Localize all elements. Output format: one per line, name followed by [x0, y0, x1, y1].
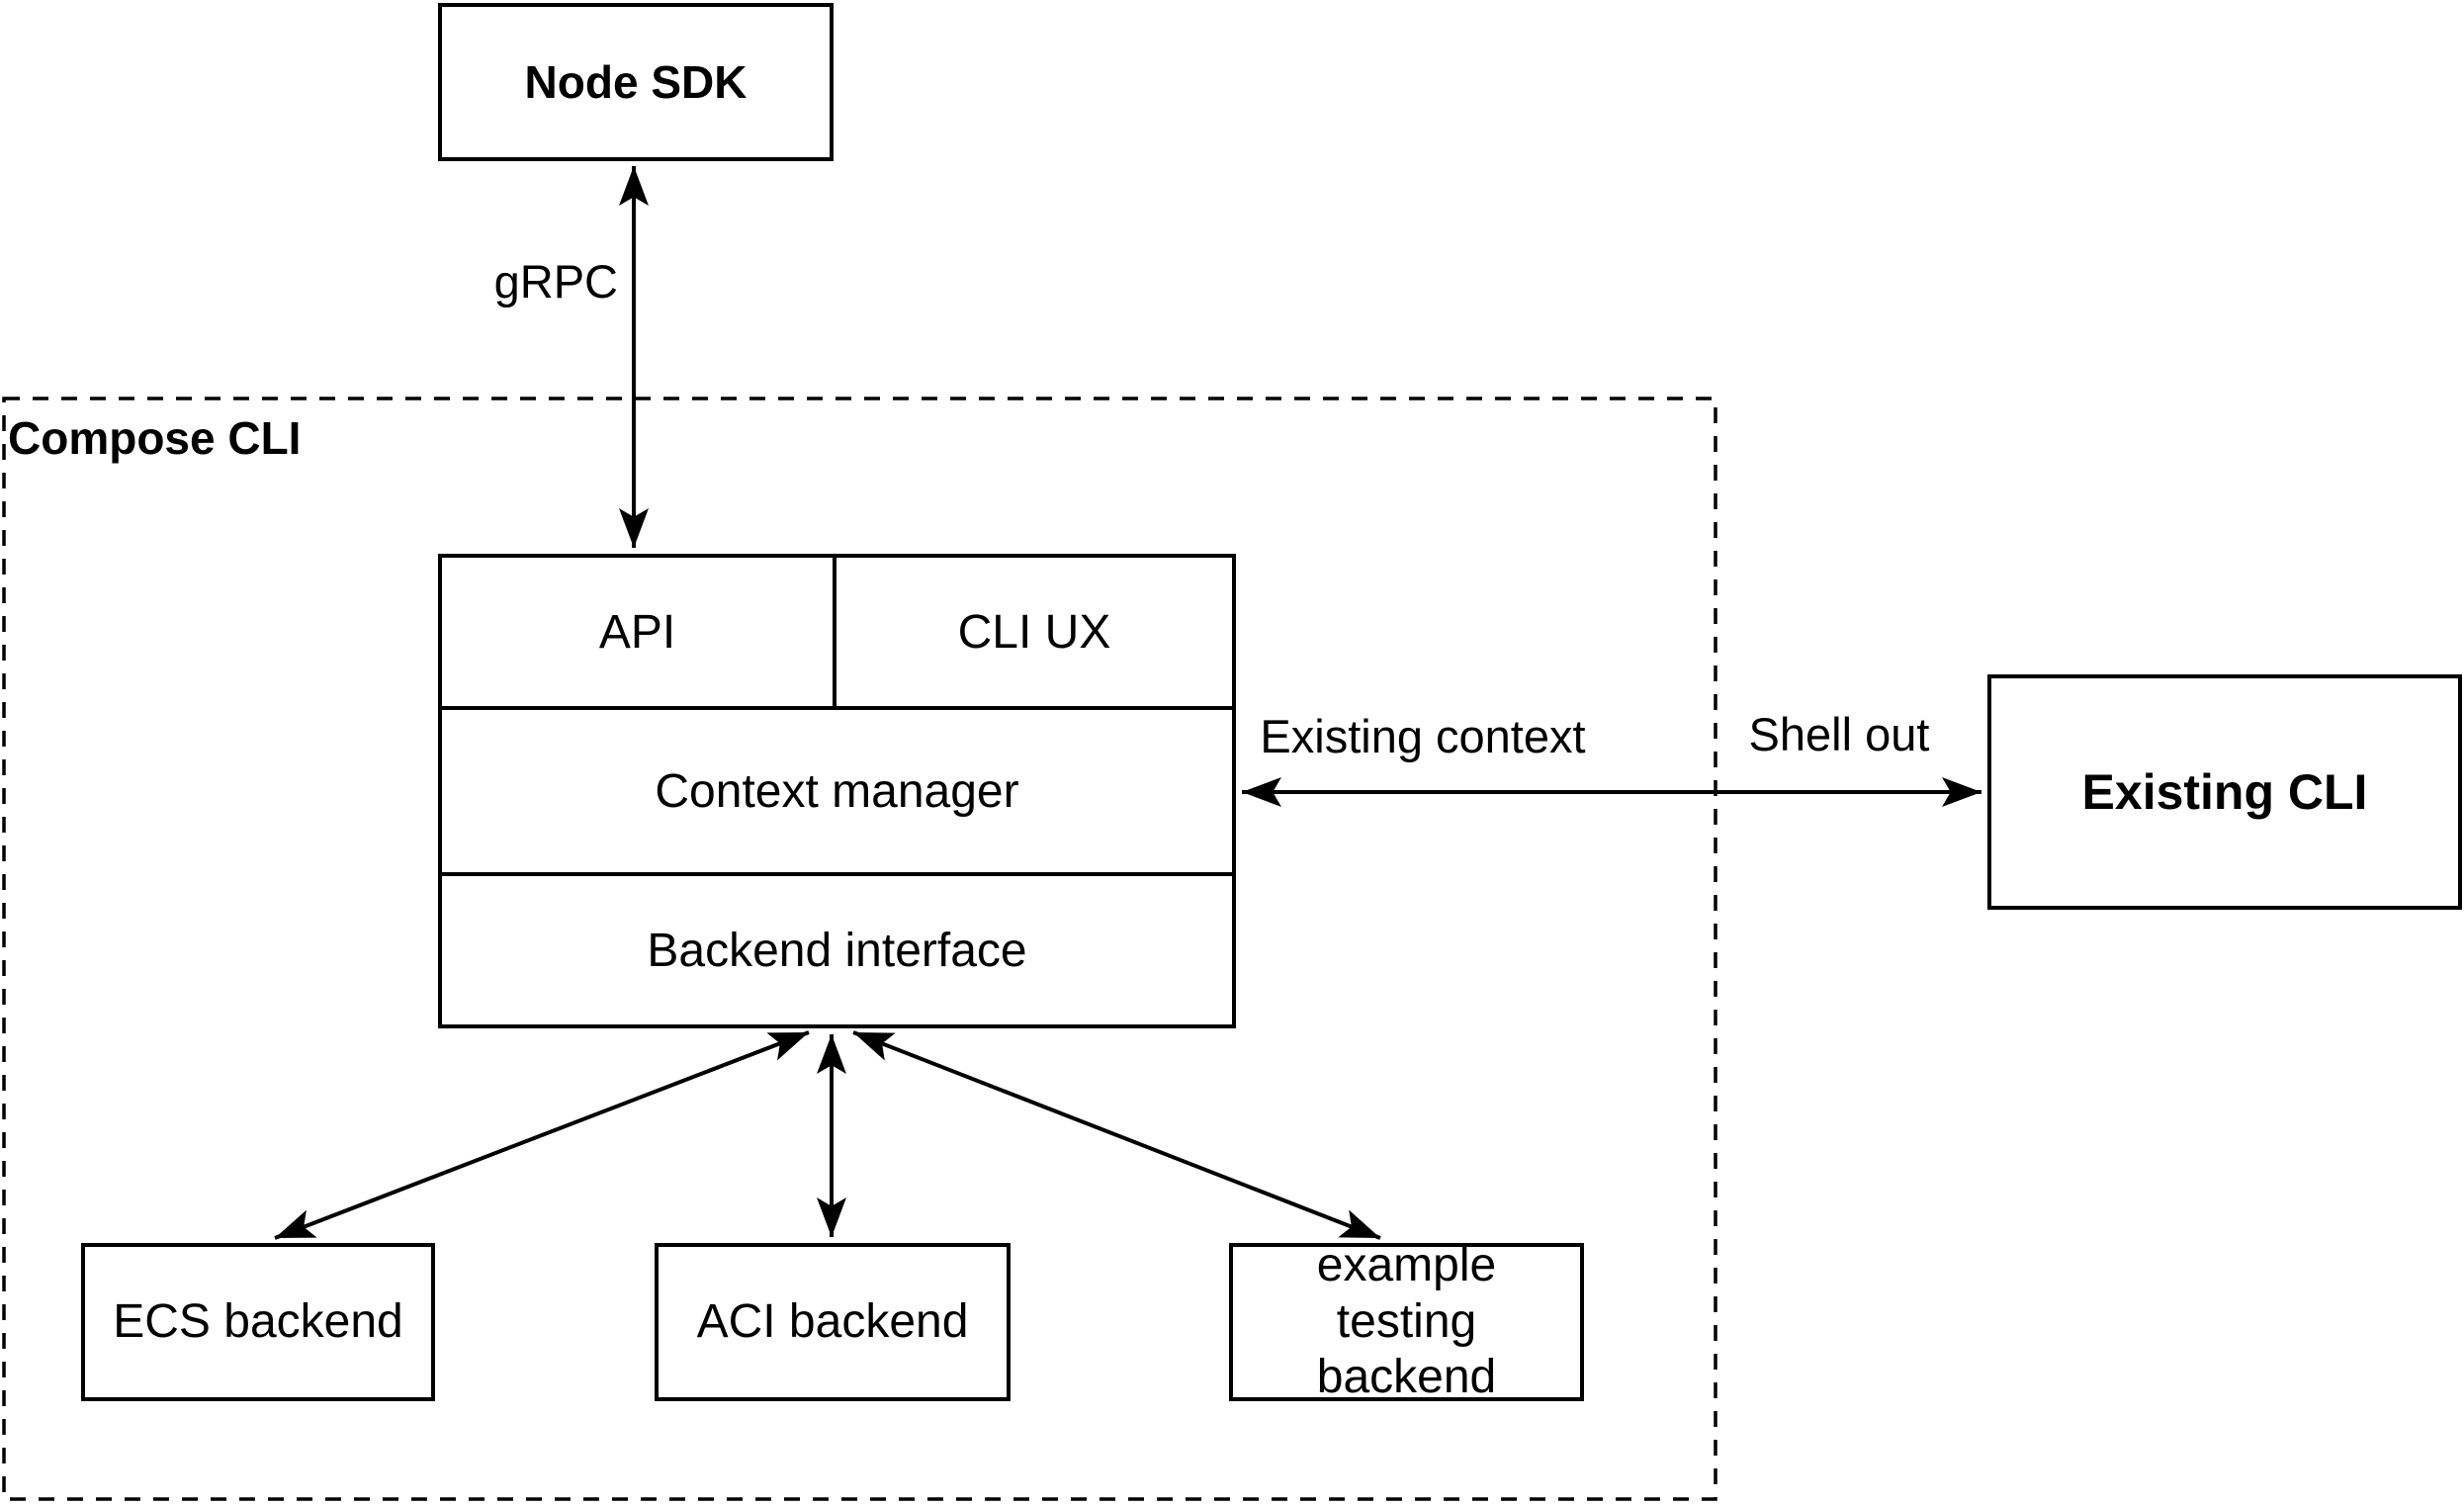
grpc-edge-label: gRPC [493, 255, 618, 308]
context-manager-label: Context manager [655, 764, 1019, 818]
cli-ux-label: CLI UX [957, 605, 1111, 659]
example-testing-backend-label: example testing backend [1316, 1239, 1497, 1404]
ecs-backend-box: ECS backend [81, 1243, 435, 1401]
ecs-backend-label: ECS backend [113, 1294, 403, 1348]
compose-cli-container-label: Compose CLI [8, 412, 302, 464]
node-sdk-label: Node SDK [524, 55, 748, 108]
stack-top-row: API CLI UX [442, 558, 1232, 710]
existing-cli-box: Existing CLI [1987, 674, 2462, 910]
context-manager-box: Context manager [442, 710, 1232, 876]
existing-cli-label: Existing CLI [2081, 763, 2368, 820]
compose-cli-stack: API CLI UX Context manager Backend inter… [438, 554, 1236, 1028]
example-testing-backend-box: example testing backend [1229, 1239, 1584, 1403]
api-box: API [442, 558, 836, 706]
aci-backend-box: ACI backend [655, 1243, 1011, 1401]
ecs-backend-arrow [274, 1030, 810, 1240]
example-backend-arrow [852, 1030, 1381, 1240]
cli-ux-box: CLI UX [836, 558, 1232, 706]
aci-backend-label: ACI backend [696, 1294, 969, 1348]
existing-context-edge-label: Existing context [1260, 710, 1586, 762]
backend-interface-label: Backend interface [647, 924, 1027, 977]
backend-interface-box: Backend interface [442, 876, 1232, 1024]
node-sdk-box: Node SDK [438, 3, 834, 161]
shell-out-edge-label: Shell out [1748, 708, 1930, 760]
api-label: API [598, 605, 676, 659]
